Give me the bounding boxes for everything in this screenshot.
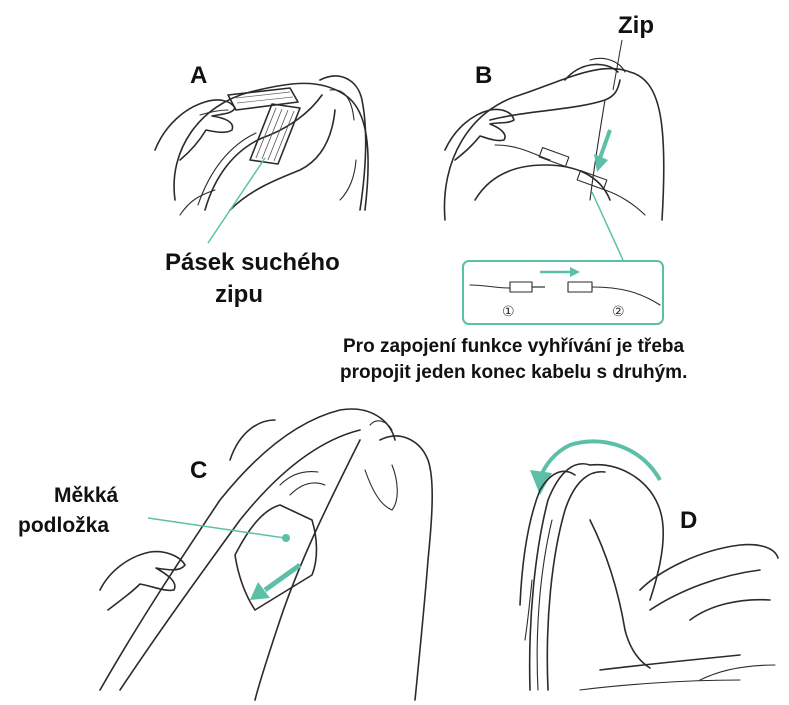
- caption-line-2: propojit jeden konec kabelu s druhým.: [340, 362, 687, 383]
- panel-c-letter: C: [190, 457, 207, 484]
- panel-a-letter: A: [190, 62, 207, 89]
- panel-b-letter: B: [475, 62, 492, 89]
- panel-c-illustration: [100, 409, 432, 700]
- panel-c-callout-line1: Měkká: [54, 484, 119, 507]
- panel-a-illustration: [155, 76, 368, 243]
- panel-d-letter: D: [680, 507, 697, 534]
- panel-a-callout-line2: zipu: [215, 281, 263, 308]
- inset-number-1: ①: [502, 304, 515, 320]
- zip-label: Zip: [618, 12, 654, 39]
- caption-line-1: Pro zapojení funkce vyhřívání je třeba: [343, 336, 684, 357]
- inset-number-2: ②: [612, 304, 625, 320]
- panel-a-callout-line1: Pásek suchého: [165, 249, 340, 276]
- panel-d-illustration: [520, 441, 778, 690]
- panel-c-callout-line2: podložka: [18, 514, 109, 537]
